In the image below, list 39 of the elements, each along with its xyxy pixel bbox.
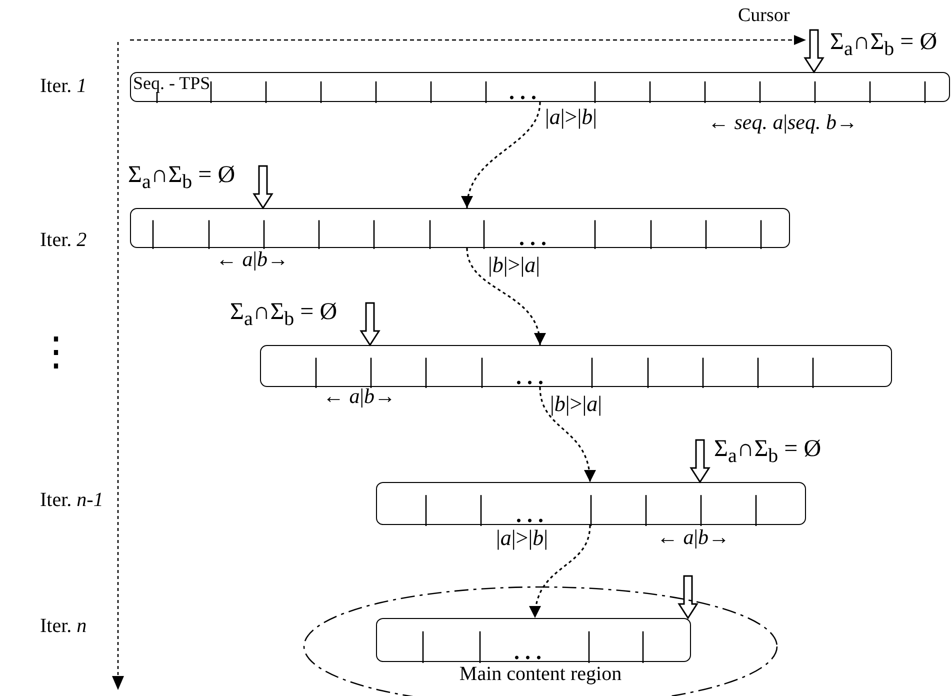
sequence-bar bbox=[130, 208, 790, 248]
formula: Σ$_{a}$∩Σ$_{b}$ = Ø bbox=[830, 30, 938, 59]
length-condition: |a|>|b| bbox=[496, 527, 548, 549]
split-label: ← a|b→ bbox=[657, 527, 730, 548]
split-label: ← a|b→ bbox=[216, 249, 288, 270]
ellipsis: . . . bbox=[514, 641, 542, 663]
formula: Σ$_{a}$∩Σ$_{b}$ = Ø bbox=[714, 437, 822, 466]
dotted-arrow bbox=[530, 524, 591, 618]
iteration-label: Iter. n bbox=[40, 616, 87, 636]
ellipsis: . . . bbox=[519, 227, 546, 249]
sequence-bar bbox=[130, 72, 950, 102]
cursor-arrow bbox=[252, 165, 274, 210]
region-label: Main content region bbox=[459, 664, 622, 684]
cursor-arrow bbox=[690, 439, 710, 484]
sequence-bar bbox=[376, 482, 806, 525]
iteration-label: Iter. 1 bbox=[40, 76, 87, 96]
split-label: ← a|b→ bbox=[323, 386, 396, 407]
ellipsis: . . . bbox=[509, 81, 536, 103]
bar-title: Seq. - TPS bbox=[133, 74, 210, 92]
iteration-label: Iter. 2 bbox=[40, 230, 87, 250]
length-condition: |b|>|a| bbox=[550, 393, 602, 415]
iteration-label: Iter. n-1 bbox=[40, 490, 104, 510]
formula: Σ$_{a}$∩Σ$_{b}$ = Ø bbox=[128, 163, 236, 192]
dotted-arrow bbox=[462, 102, 541, 208]
sequence-bar bbox=[376, 618, 691, 662]
vertical-ellipsis: ⋮ bbox=[36, 332, 76, 372]
cursor-arrow bbox=[678, 575, 698, 620]
dotted-arrow bbox=[466, 248, 545, 346]
length-condition: |b|>|a| bbox=[488, 254, 540, 276]
cursor-arrow bbox=[360, 302, 380, 346]
ellipsis: . . . bbox=[516, 504, 544, 526]
sequence-bar bbox=[260, 345, 892, 387]
cursor-arrow bbox=[804, 29, 824, 74]
cursor-label: Cursor bbox=[738, 6, 790, 25]
ellipsis: . . . bbox=[516, 366, 544, 388]
dotted-arrow bbox=[539, 386, 596, 482]
length-condition: |a|>|b| bbox=[545, 106, 598, 128]
formula: Σ$_{a}$∩Σ$_{b}$ = Ø bbox=[230, 300, 338, 329]
split-label: ← seq. a|seq. b→ bbox=[708, 112, 858, 133]
